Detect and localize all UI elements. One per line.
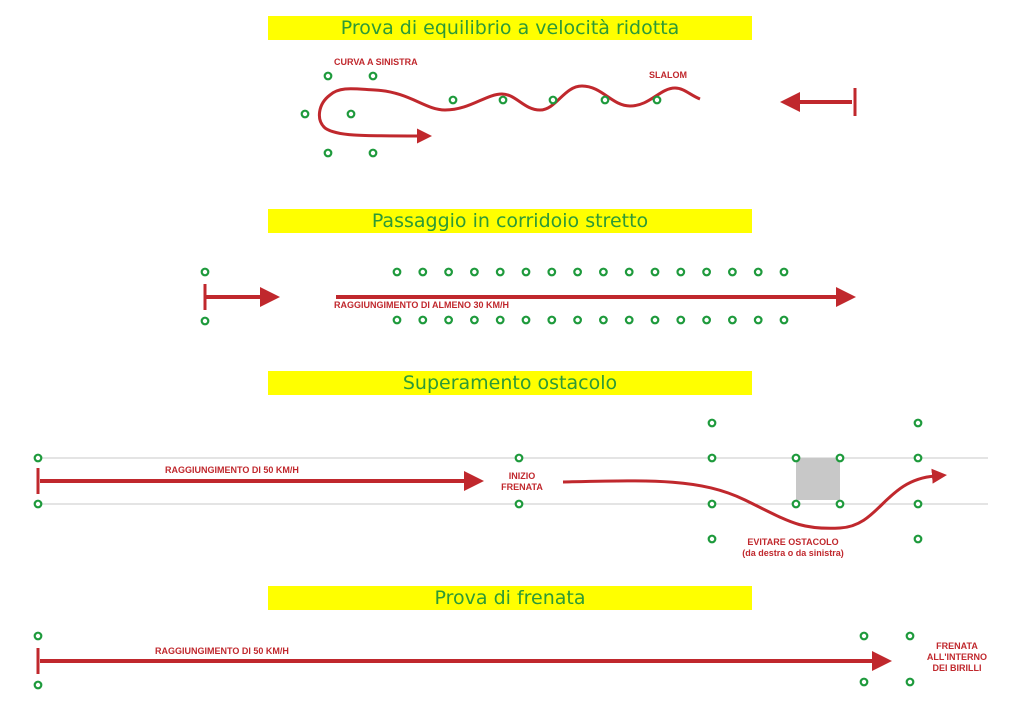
cone — [495, 267, 505, 277]
cone — [498, 95, 508, 105]
cone — [779, 267, 789, 277]
cone — [547, 315, 557, 325]
cone — [573, 315, 582, 325]
cone — [470, 315, 479, 325]
cone — [905, 631, 915, 641]
cone — [323, 148, 333, 158]
cone — [392, 267, 402, 277]
cone — [652, 95, 662, 105]
cone — [514, 453, 524, 463]
cone — [323, 71, 333, 81]
slalom-path — [317, 84, 701, 144]
cone — [624, 315, 634, 325]
cone — [728, 315, 737, 325]
cone — [33, 453, 43, 463]
section-1-title: Prova di equilibrio a velocità ridotta — [268, 16, 752, 40]
cone — [913, 453, 923, 463]
cone — [753, 315, 763, 325]
cone — [368, 148, 378, 158]
cone — [707, 499, 717, 509]
cone — [448, 95, 458, 105]
section-2-title: Passaggio in corridoio stretto — [268, 209, 752, 233]
cone — [650, 267, 660, 277]
cone — [470, 267, 479, 277]
cone — [835, 453, 845, 463]
cones — [33, 71, 923, 690]
cone — [418, 315, 428, 325]
cone — [33, 680, 43, 690]
cone — [495, 315, 505, 325]
section-3-title: Superamento ostacolo — [268, 371, 752, 395]
cone — [676, 267, 686, 277]
cone — [600, 95, 610, 105]
cone — [548, 95, 558, 105]
cone — [624, 267, 634, 277]
stop-within-cones-label: FRENATA ALL'INTERNO DEI BIRILLI — [926, 641, 988, 673]
speed-30-label: RAGGIUNGIMENTO DI ALMENO 30 KM/H — [334, 300, 510, 310]
cone — [444, 315, 454, 325]
section-4-title: Prova di frenata — [268, 586, 752, 610]
cone — [650, 315, 660, 325]
cone — [913, 418, 923, 428]
section-2-course — [203, 284, 856, 310]
cone — [521, 315, 531, 325]
cone — [753, 267, 763, 277]
cone — [392, 315, 402, 325]
cone — [33, 631, 43, 641]
cone — [707, 453, 717, 463]
cone — [418, 267, 428, 277]
cone — [444, 267, 454, 277]
cone — [791, 453, 801, 463]
cone — [521, 267, 531, 277]
cone — [514, 499, 524, 509]
cone — [599, 267, 608, 277]
section-4-course — [36, 648, 892, 674]
cone — [368, 71, 378, 81]
cone — [33, 499, 43, 509]
speed-50-label-braking: RAGGIUNGIMENTO DI 50 KM/H — [155, 646, 289, 656]
cone — [859, 631, 869, 641]
cone — [791, 499, 801, 509]
cone — [200, 267, 210, 277]
cone — [707, 418, 717, 428]
avoid-path — [562, 468, 947, 530]
curve-left-label: CURVA A SINISTRA — [334, 57, 418, 67]
section-1-course — [317, 84, 857, 144]
section-3-course — [36, 457, 988, 530]
cone — [346, 109, 356, 119]
cone — [913, 534, 923, 544]
cone — [859, 677, 869, 687]
cone — [835, 499, 845, 509]
cone — [547, 267, 557, 277]
cone — [702, 315, 711, 325]
obstacle — [796, 458, 840, 500]
cone — [905, 677, 915, 687]
cone — [913, 499, 923, 509]
cone — [200, 316, 210, 326]
brake-start-label: INIZIO FRENATA — [501, 471, 543, 492]
cone — [779, 315, 789, 325]
speed-50-label: RAGGIUNGIMENTO DI 50 KM/H — [165, 465, 299, 475]
avoid-obstacle-label: EVITARE OSTACOLO (da destra o da sinistr… — [742, 537, 844, 558]
cone — [702, 267, 711, 277]
cone — [676, 315, 686, 325]
cone — [707, 534, 717, 544]
cone — [599, 315, 608, 325]
slalom-label: SLALOM — [649, 70, 687, 80]
cone — [300, 109, 310, 119]
cone — [573, 267, 582, 277]
cone — [728, 267, 737, 277]
